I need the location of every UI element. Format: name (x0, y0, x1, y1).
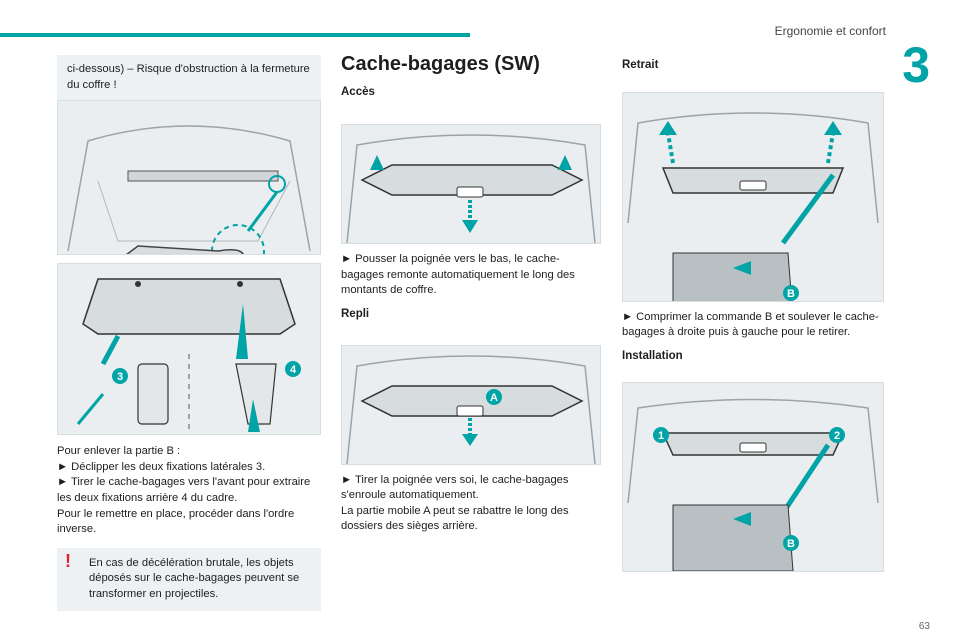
column-2: Cache-bagages (SW) Accès ► Pousser la po… (341, 53, 601, 535)
page-number: 63 (918, 621, 930, 632)
column-1: ci-dessous) – Risque d'obstruction à la … (57, 55, 321, 611)
access-text: ► Pousser la poignée vers le bas, le cac… (341, 253, 575, 297)
column-3: Retrait B ► Comprimer la commande B et s… (622, 55, 884, 573)
header-title: Ergonomie et confort (774, 24, 886, 38)
access-title: Accès (341, 85, 375, 98)
callout-b-installation: B (787, 538, 795, 550)
illustration-installation: 1 2 B (622, 382, 884, 573)
removal-title: Retrait (622, 59, 659, 71)
illustration-fold: A (341, 344, 601, 465)
fold-title: Repli (341, 307, 370, 320)
chapter-number: 3 (902, 37, 930, 93)
fold-note-text: La partie mobile A peut se rabattre le l… (341, 504, 569, 533)
callout-1: 1 (658, 430, 664, 442)
fold-step-text: ► Tirer la poignée vers soi, le cache-ba… (341, 473, 569, 502)
warning-text: En cas de décélération brutale, les obje… (89, 556, 300, 600)
para-reinstall: Pour le remettre en place, procéder dans… (57, 507, 295, 536)
illustration-rear-fixation (57, 100, 321, 256)
callout-3: 3 (117, 371, 123, 383)
para-remove-part-b: Pour enlever la partie B : (57, 445, 181, 458)
illustration-side-fixations: 3 4 (57, 263, 321, 436)
section-title: Cache-bagages (SW) (341, 53, 540, 75)
callout-b-removal: B (787, 288, 795, 300)
removal-text: ► Comprimer la commande B et soulever le… (622, 310, 879, 339)
callout-2: 2 (834, 430, 840, 442)
warning-icon: ! (65, 550, 71, 571)
callout-a: A (490, 392, 498, 404)
callout-4: 4 (290, 364, 297, 376)
continued-text-box: ci-dessous) – Risque d'obstruction à la … (57, 55, 321, 101)
warning-box: ! En cas de décélération brutale, les ob… (57, 547, 321, 611)
step-unclip-fixations: ► Déclipper les deux fixations latérales… (57, 460, 266, 473)
step-pull-cover: ► Tirer le cache-bagages vers l'avant po… (57, 476, 311, 504)
header-accent-bar (0, 33, 470, 37)
illustration-removal: B (622, 91, 884, 302)
illustration-access (341, 124, 601, 245)
installation-title: Installation (622, 349, 683, 362)
box-text: ci-dessous) – Risque d'obstruction à la … (67, 63, 310, 91)
